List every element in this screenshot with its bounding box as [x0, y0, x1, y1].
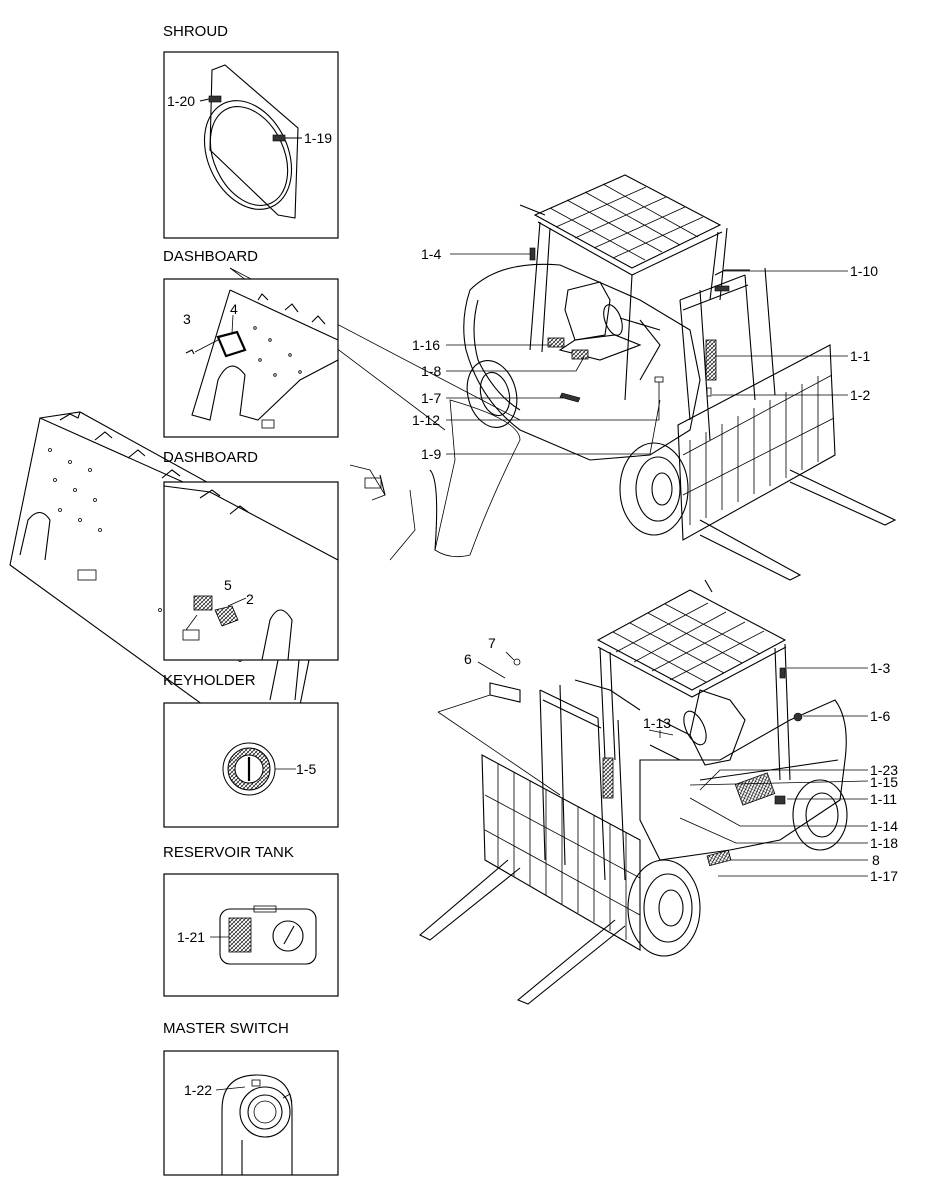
callout-1-2: 1-2 — [850, 387, 870, 403]
callout-1-8: 1-8 — [421, 363, 441, 379]
callout-1-6: 1-6 — [870, 708, 890, 724]
section-title-keyholder: KEYHOLDER — [163, 672, 256, 689]
callout-1-3: 1-3 — [870, 660, 890, 676]
master-switch-box — [163, 1050, 339, 1176]
callout-1-23: 1-23 — [870, 762, 898, 778]
callout-7: 7 — [488, 635, 496, 651]
section-title-reservoir-tank: RESERVOIR TANK — [163, 844, 294, 861]
callout-1-12: 1-12 — [412, 412, 440, 428]
dashboard-box-upper — [163, 278, 339, 438]
callout-4: 4 — [230, 301, 238, 317]
section-title-dashboard-upper: DASHBOARD — [163, 248, 258, 265]
callout-1-9: 1-9 — [421, 446, 441, 462]
callout-6: 6 — [464, 651, 472, 667]
shroud-drawing — [199, 64, 302, 219]
forklift-upper-leaders — [446, 253, 848, 455]
section-title-shroud: SHROUD — [163, 23, 228, 40]
section-title-master-switch: MASTER SWITCH — [163, 1020, 289, 1037]
master-switch-drawing — [215, 1074, 293, 1175]
section-title-dashboard-lower: DASHBOARD — [163, 449, 258, 466]
forklift-lower-drawing — [419, 579, 848, 1005]
callout-1-16: 1-16 — [412, 337, 440, 353]
callout-1-1: 1-1 — [850, 348, 870, 364]
callout-2: 2 — [246, 591, 254, 607]
callout-3: 3 — [183, 311, 191, 327]
dashboard-upper-drawing — [185, 289, 339, 429]
callout-1-17: 1-17 — [870, 868, 898, 884]
callout-5: 5 — [224, 577, 232, 593]
callout-1-20: 1-20 — [167, 93, 195, 109]
callout-1-13: 1-13 — [643, 715, 671, 731]
dashboard-lower-drawing — [163, 485, 339, 661]
callout-1-18: 1-18 — [870, 835, 898, 851]
callout-1-4: 1-4 — [421, 246, 441, 262]
callout-1-10: 1-10 — [850, 263, 878, 279]
callout-8: 8 — [872, 852, 880, 868]
forklift-upper-drawing — [463, 174, 897, 581]
shroud-box — [163, 51, 339, 239]
callout-1-5: 1-5 — [296, 761, 316, 777]
callout-1-19: 1-19 — [304, 130, 332, 146]
callout-1-14: 1-14 — [870, 818, 898, 834]
dashboard-box-lower — [163, 481, 339, 661]
reservoir-tank-drawing — [210, 905, 317, 965]
forklift-lower-leaders — [648, 667, 869, 877]
keyholder-drawing — [222, 742, 296, 796]
callout-1-7: 1-7 — [421, 390, 441, 406]
callout-1-11: 1-11 — [870, 791, 897, 807]
callout-1-15: 1-15 — [870, 774, 898, 790]
callout-1-22: 1-22 — [184, 1082, 212, 1098]
callout-1-21: 1-21 — [177, 929, 205, 945]
